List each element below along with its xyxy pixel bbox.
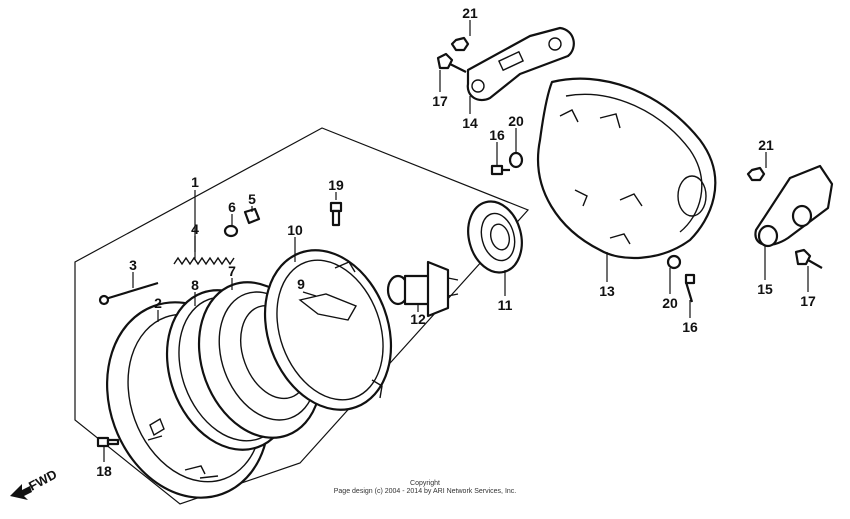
screw-19 xyxy=(329,201,343,227)
nut-20-right xyxy=(666,254,682,270)
copyright-line-2: Page design (c) 2004 - 2014 by ARI Netwo… xyxy=(333,488,517,495)
headlight-case xyxy=(537,77,717,260)
callout-7: 7 xyxy=(228,263,236,279)
leader-lines xyxy=(103,20,809,462)
callout-13: 13 xyxy=(599,283,615,299)
nut-21-left xyxy=(450,36,470,52)
callout-16-right: 16 xyxy=(682,319,698,335)
callout-5: 5 xyxy=(248,191,256,207)
callout-3: 3 xyxy=(129,257,137,273)
callout-15: 15 xyxy=(757,281,773,297)
callout-8: 8 xyxy=(191,277,199,293)
callout-2: 2 xyxy=(154,295,162,311)
callout-19: 19 xyxy=(328,177,344,193)
assembly-frame xyxy=(74,127,530,505)
bulb-socket-boot xyxy=(467,200,523,274)
nut-21-right xyxy=(746,166,766,182)
bolt-16-left xyxy=(490,164,510,176)
callout-14: 14 xyxy=(462,115,478,131)
bolt-17-left xyxy=(436,52,467,73)
bolt-17-right xyxy=(794,248,823,269)
callout-9: 9 xyxy=(297,276,305,292)
callout-10: 10 xyxy=(287,222,303,238)
spring xyxy=(173,256,235,266)
callout-17-left: 17 xyxy=(432,93,448,109)
mounting-ring xyxy=(263,249,393,411)
stay-left xyxy=(466,26,575,102)
callout-16-left: 16 xyxy=(489,127,505,143)
nut-6 xyxy=(223,224,239,238)
callout-21-right: 21 xyxy=(758,137,774,153)
callout-20-right: 20 xyxy=(662,295,678,311)
callout-21-left: 21 xyxy=(462,5,478,21)
nut-20-left xyxy=(508,151,524,169)
copyright-line-1: Copyright xyxy=(410,480,440,487)
callout-1: 1 xyxy=(191,174,199,190)
callout-4: 4 xyxy=(191,221,199,237)
screw xyxy=(101,281,159,302)
fwd-arrow-icon: FWD xyxy=(10,467,59,500)
bolt-16-right xyxy=(684,273,696,303)
callout-18: 18 xyxy=(96,463,112,479)
stay-right xyxy=(754,164,834,248)
callout-20-left: 20 xyxy=(508,113,524,129)
bolt-18 xyxy=(96,436,120,448)
copyright-notice: Copyright Page design (c) 2004 - 2014 by… xyxy=(0,480,850,496)
bulb xyxy=(386,260,459,318)
callout-11: 11 xyxy=(498,297,513,313)
callout-12: 12 xyxy=(410,311,426,327)
callout-17-right: 17 xyxy=(800,293,816,309)
callout-6: 6 xyxy=(228,199,236,215)
